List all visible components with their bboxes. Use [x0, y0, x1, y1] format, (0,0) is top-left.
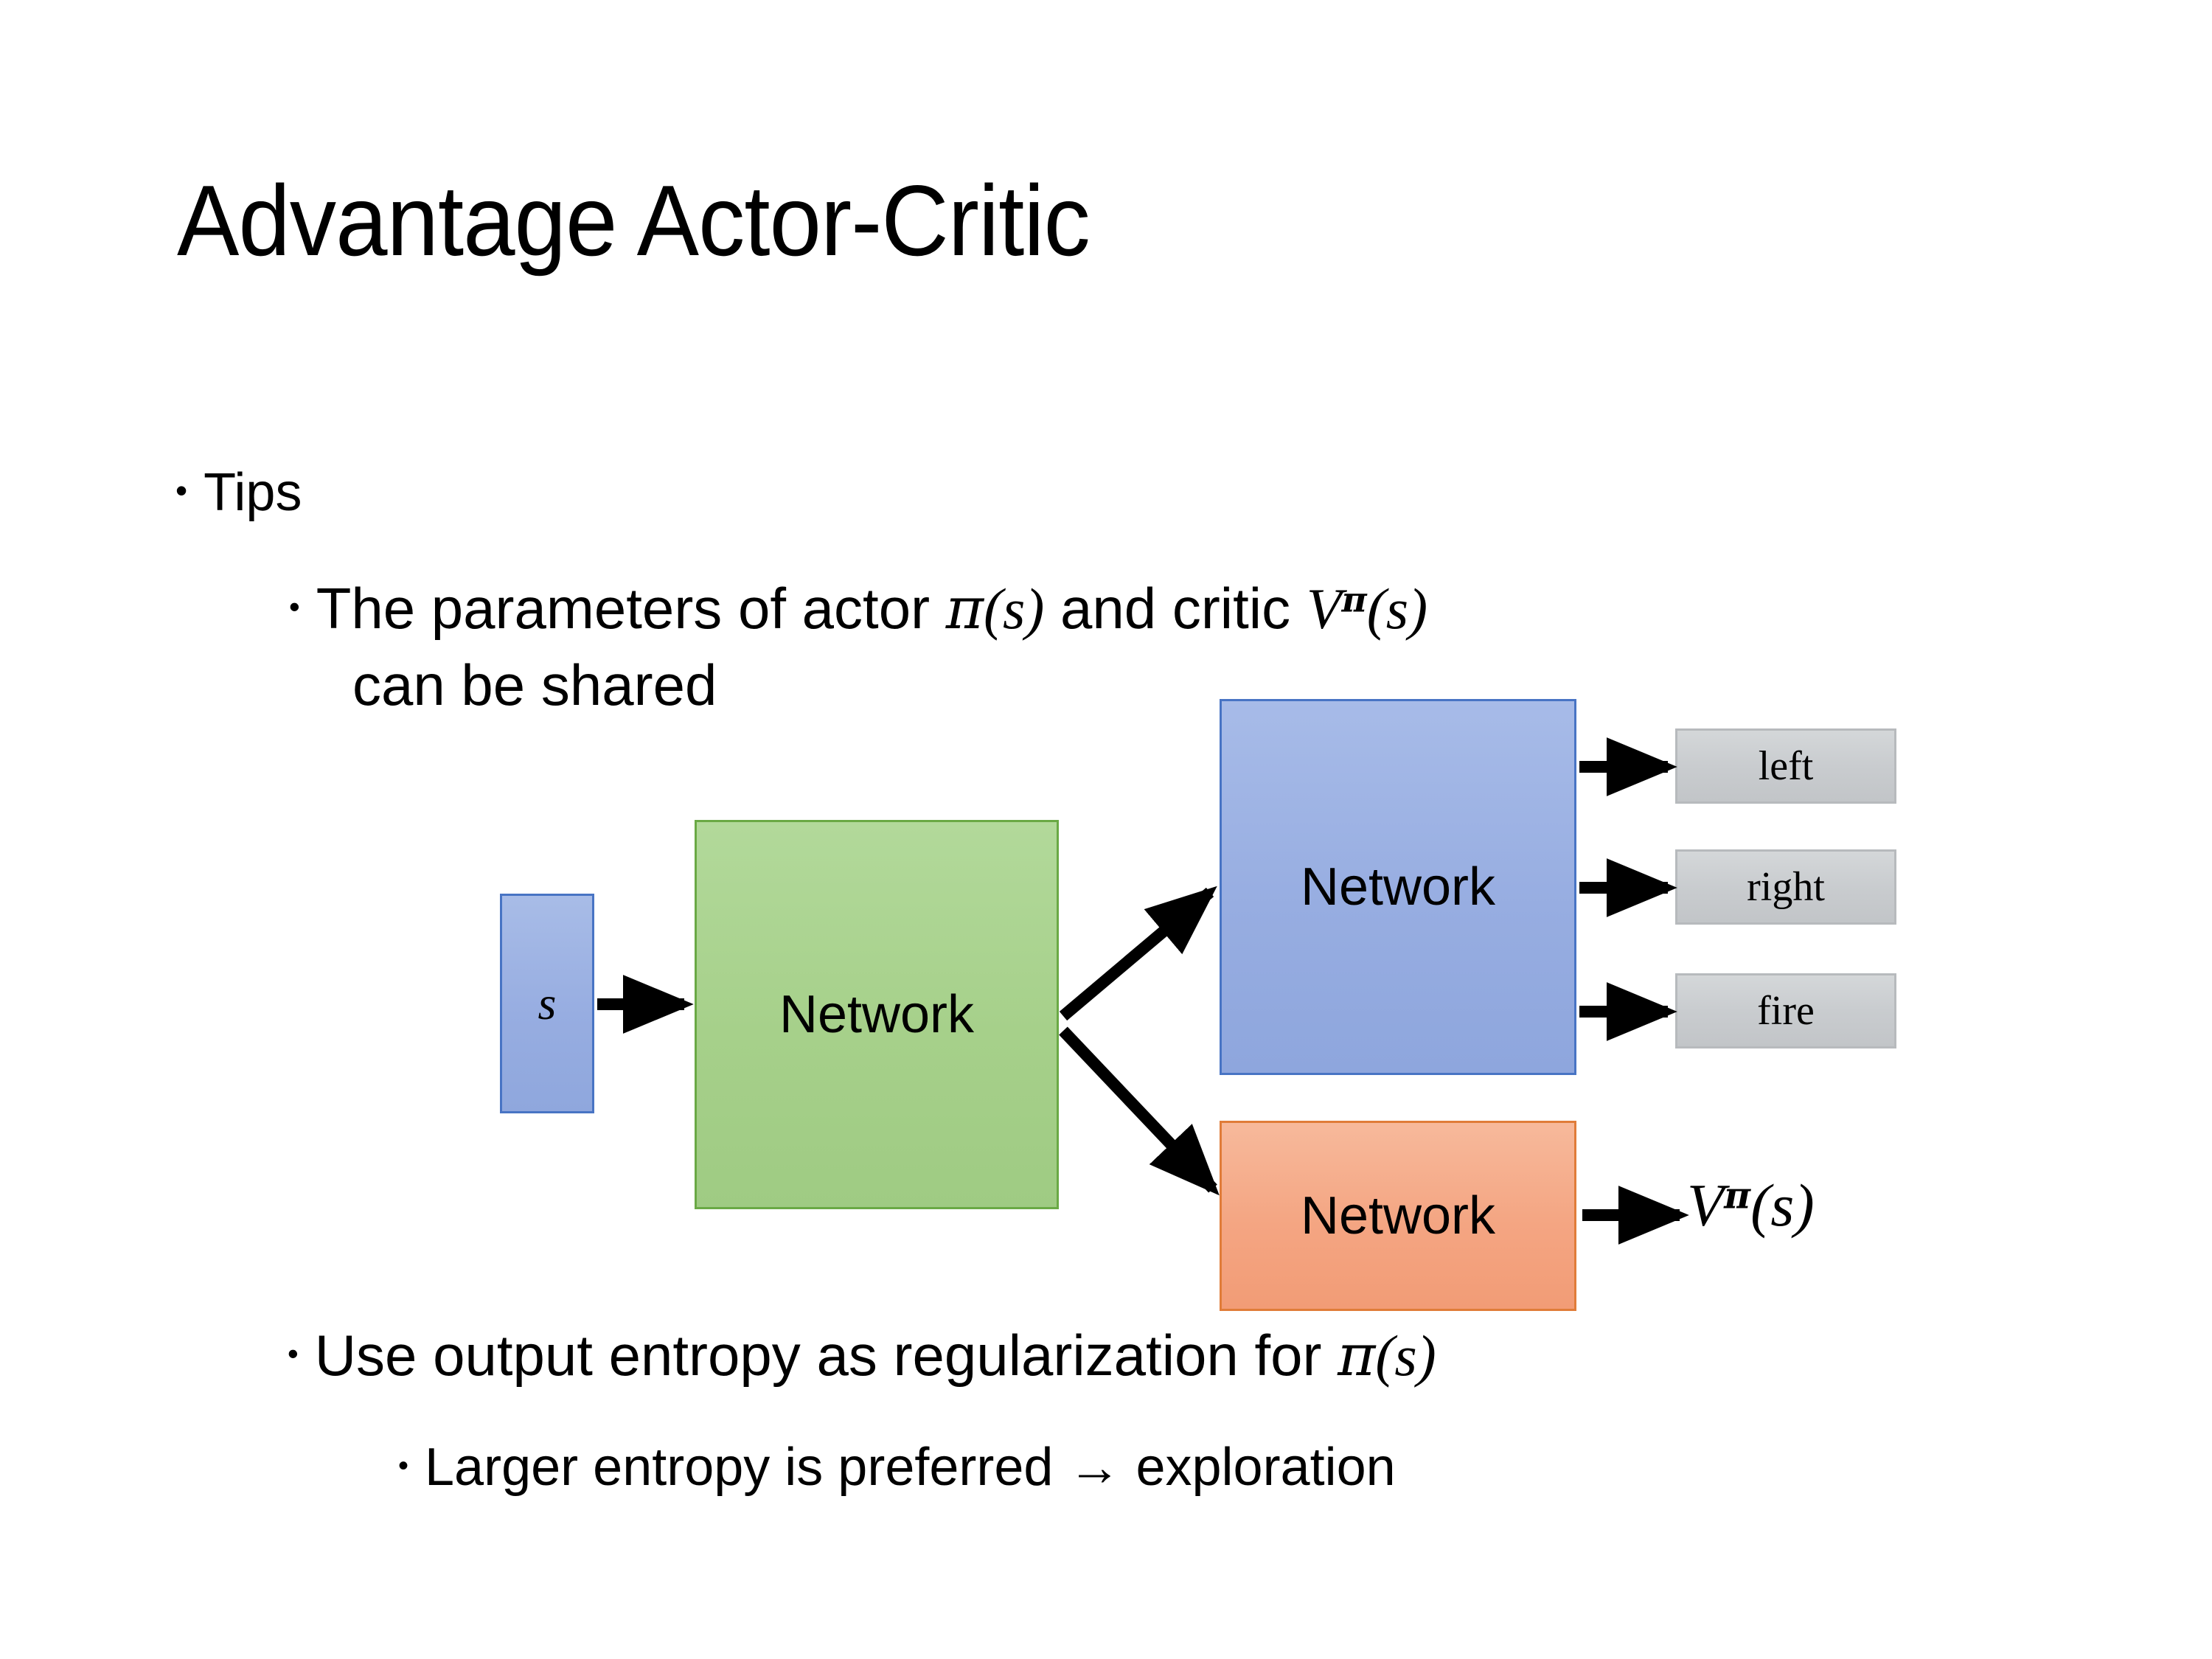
diagram-shared-network-label: Network [779, 985, 975, 1044]
diagram-action-right-label: right [1747, 864, 1825, 910]
bullet-larger-entropy: • Larger entropy is preferred → explorat… [398, 1438, 1396, 1498]
diagram-actor-network-box: Network [1220, 699, 1576, 1075]
value-v-symbol: V [1687, 1172, 1725, 1239]
bullet-marker-icon: • [398, 1450, 409, 1482]
diagram-action-right-box: right [1675, 849, 1896, 925]
diagram-value-output-label: Vπ(s) [1687, 1171, 1815, 1240]
critic-v-arg: (s) [1366, 577, 1428, 641]
params-prefix-text: The parameters of actor [316, 576, 946, 641]
page-title: Advantage Actor-Critic [177, 164, 1091, 276]
bullet-marker-icon: • [288, 1336, 299, 1371]
critic-v-symbol: V [1306, 577, 1342, 641]
critic-pi-superscript: π [1341, 580, 1367, 621]
diagram-action-fire-box: fire [1675, 973, 1896, 1048]
bullet-entropy-regularization: • Use output entropy as regularization f… [288, 1323, 1436, 1389]
entropy-pi-symbol: π [1338, 1323, 1376, 1389]
bullet-entropy-label: Use output entropy as regularization for… [314, 1323, 1436, 1389]
entropy-prefix-text: Use output entropy as regularization for [314, 1323, 1338, 1388]
diagram-action-fire-label: fire [1757, 988, 1815, 1034]
bullet-shared-parameters-label: The parameters of actor π(s) and critic … [316, 576, 1428, 642]
diagram-actor-network-label: Network [1300, 858, 1496, 917]
actor-pi-symbol: π [945, 576, 984, 642]
diagram-input-state-box: s [500, 894, 594, 1113]
params-middle-text: and critic [1044, 576, 1307, 641]
bullet-shared-parameters-wrap-line: can be shared [352, 653, 717, 717]
bullet-marker-icon: • [289, 589, 300, 624]
diagram-action-left-box: left [1675, 728, 1896, 804]
actor-pi-arg: (s) [984, 577, 1045, 641]
entropy-pi-arg: (s) [1375, 1324, 1436, 1388]
diagram-critic-network-box: Network [1220, 1121, 1576, 1311]
value-v-arg: (s) [1750, 1172, 1815, 1239]
bullet-tips-label: Tips [204, 463, 302, 522]
bullet-marker-icon: • [175, 471, 188, 509]
arrow-shared-to-critic [1059, 1026, 1220, 1196]
bullet-larger-entropy-label: Larger entropy is preferred → exploratio… [425, 1438, 1396, 1497]
diagram-input-state-label: s [538, 977, 557, 1029]
diagram-action-left-label: left [1758, 743, 1814, 789]
bullet-tips: • Tips [175, 463, 302, 523]
diagram-shared-network-box: Network [695, 820, 1059, 1209]
arrow-shared-to-actor [1059, 886, 1217, 1021]
diagram-critic-network-label: Network [1300, 1186, 1496, 1245]
bullet-shared-parameters: • The parameters of actor π(s) and criti… [289, 576, 1428, 642]
value-pi-superscript: π [1724, 1174, 1751, 1217]
